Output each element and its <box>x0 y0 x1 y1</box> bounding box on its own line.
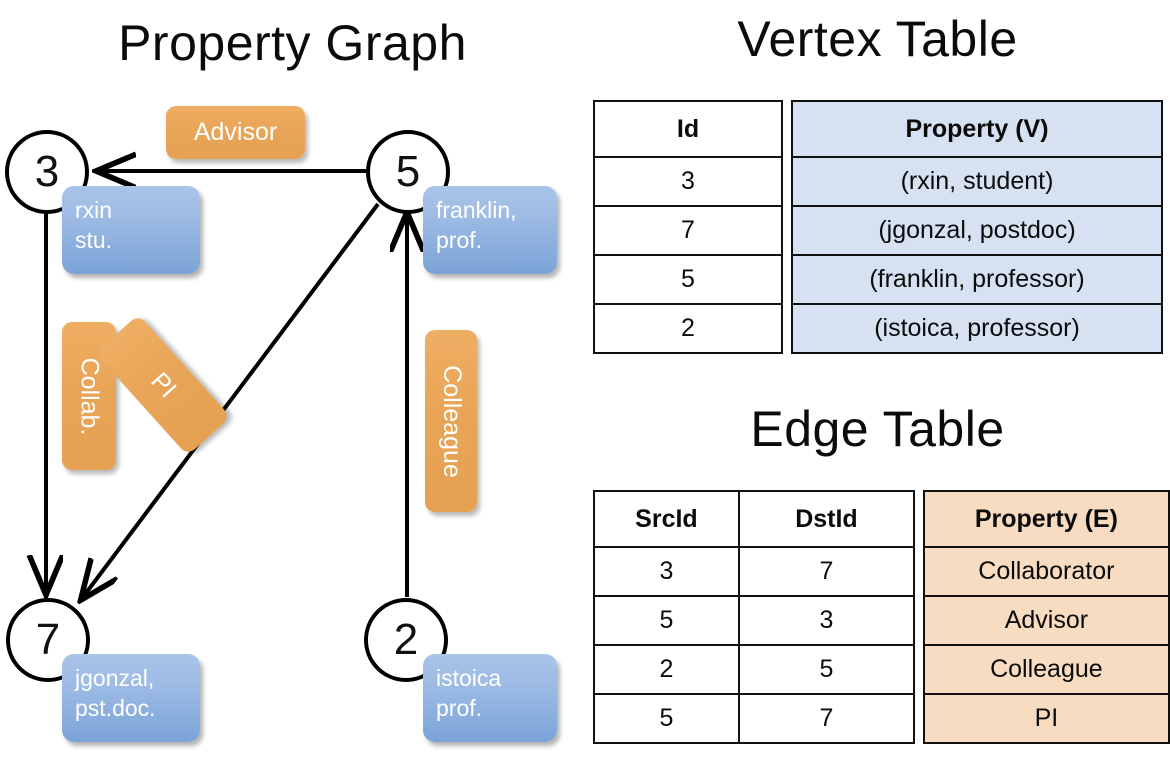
table-row: 2 5 Colleague <box>593 644 1170 695</box>
column-gap <box>782 255 792 304</box>
column-gap <box>914 694 924 743</box>
vertex-property-box-7: jgonzal, pst.doc. <box>62 654 200 742</box>
edge-table-header-srcid: SrcId <box>593 490 740 548</box>
edge-cell-dst: 7 <box>737 546 915 597</box>
table-row: 5 3 Advisor <box>593 595 1170 646</box>
property-graph-panel: Property Graph Advisor Collab. PI Collea… <box>0 0 585 760</box>
column-gap <box>782 206 792 255</box>
edge-table-header-dstid: DstId <box>737 490 915 548</box>
edge-label-pi-text: PI <box>145 366 182 403</box>
edge-cell-src: 2 <box>593 644 740 695</box>
table-row: 7 (jgonzal, postdoc) <box>593 205 1163 256</box>
vertex-table-header-id: Id <box>593 100 783 158</box>
edge-cell-dst: 7 <box>737 693 915 744</box>
edge-label-collab-text: Collab. <box>75 357 104 435</box>
edge-table-header-row: SrcId DstId Property (E) <box>593 490 1170 548</box>
vertex-cell-id: 2 <box>593 303 783 354</box>
column-gap <box>782 101 792 157</box>
vertex-property-box-3: rxin stu. <box>62 186 200 274</box>
page-title-vertex-table: Vertex Table <box>737 11 1018 67</box>
column-gap <box>782 304 792 353</box>
column-gap <box>782 157 792 206</box>
edge-cell-prop: PI <box>922 693 1170 744</box>
vertex-table-header-prop: Property (V) <box>791 100 1163 158</box>
table-row: 5 7 PI <box>593 693 1170 744</box>
edge-cell-src: 3 <box>593 546 740 597</box>
edge-5-to-7 <box>83 202 380 597</box>
table-row: 5 (franklin, professor) <box>593 254 1163 305</box>
vertex-node-3-label: 3 <box>34 147 60 196</box>
edge-label-colleague-text: Colleague <box>437 364 466 478</box>
page-title-edge-table: Edge Table <box>750 401 1005 457</box>
column-gap <box>914 645 924 694</box>
edge-table: SrcId DstId Property (E) 3 7 Collaborato… <box>593 490 1170 744</box>
vertex-property-box-5: franklin, prof. <box>423 186 557 274</box>
edge-cell-prop: Collaborator <box>922 546 1170 597</box>
vertex-node-5-label: 5 <box>395 147 421 196</box>
edge-table-header-prop: Property (E) <box>922 490 1170 548</box>
vertex-cell-id: 3 <box>593 156 783 207</box>
edge-cell-dst: 5 <box>737 644 915 695</box>
edge-cell-src: 5 <box>593 595 740 646</box>
graph-edges-layer <box>0 0 585 760</box>
edge-cell-prop: Advisor <box>922 595 1170 646</box>
edge-label-colleague: Colleague <box>425 330 477 512</box>
column-gap <box>914 596 924 645</box>
vertex-cell-prop: (jgonzal, postdoc) <box>791 205 1163 256</box>
vertex-table-header-row: Id Property (V) <box>593 100 1163 158</box>
vertex-cell-id: 7 <box>593 205 783 256</box>
vertex-cell-prop: (rxin, student) <box>791 156 1163 207</box>
vertex-cell-prop: (istoica, professor) <box>791 303 1163 354</box>
edge-label-advisor-text: Advisor <box>193 118 278 146</box>
page-title-property-graph: Property Graph <box>118 15 467 71</box>
table-row: 2 (istoica, professor) <box>593 303 1163 354</box>
edge-cell-prop: Colleague <box>922 644 1170 695</box>
column-gap <box>914 547 924 596</box>
edge-cell-src: 5 <box>593 693 740 744</box>
column-gap <box>914 491 924 547</box>
vertex-cell-prop: (franklin, professor) <box>791 254 1163 305</box>
vertex-table: Id Property (V) 3 (rxin, student) 7 (jgo… <box>593 100 1163 354</box>
edge-cell-dst: 3 <box>737 595 915 646</box>
vertex-cell-id: 5 <box>593 254 783 305</box>
vertex-node-2-label: 2 <box>393 615 419 664</box>
edge-label-advisor: Advisor <box>166 106 305 159</box>
vertex-node-7-label: 7 <box>35 615 61 664</box>
table-row: 3 (rxin, student) <box>593 156 1163 207</box>
table-row: 3 7 Collaborator <box>593 546 1170 597</box>
vertex-property-box-2: istoica prof. <box>423 654 557 742</box>
